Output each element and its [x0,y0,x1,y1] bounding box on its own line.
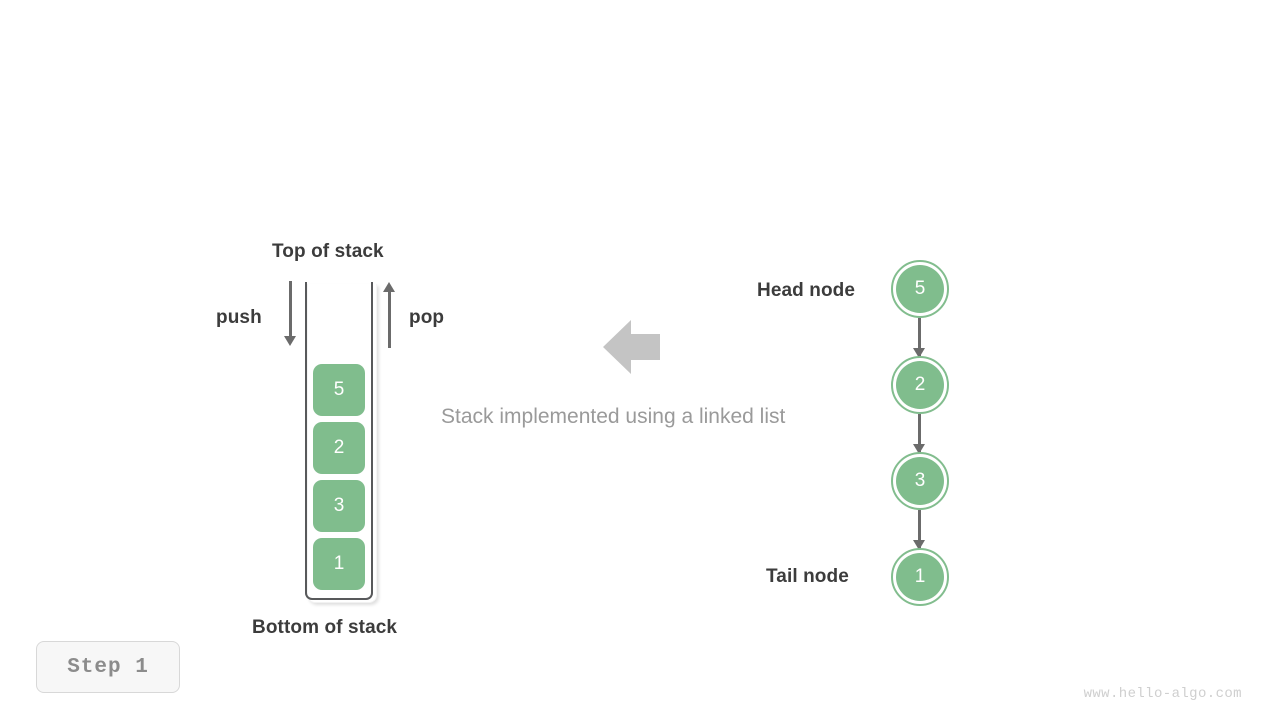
linked-list-node[interactable]: 2 [891,356,949,414]
left-block-arrow-icon [603,320,660,374]
top-of-stack-label: Top of stack [272,241,384,262]
stack-cell[interactable]: 3 [313,480,365,532]
stack-cell[interactable]: 5 [313,364,365,416]
linked-list-link-arrow [913,348,925,358]
watermark: www.hello-algo.com [1083,686,1242,702]
linked-list-node[interactable]: 3 [891,452,949,510]
pop-arrow-shaft [388,292,391,348]
linked-list-link-arrow [913,540,925,550]
linked-list-link-shaft [918,318,921,358]
pop-arrow-head [383,282,395,292]
linked-list-link-shaft [918,414,921,454]
linked-list-node[interactable]: 1 [891,548,949,606]
linked-list-link-arrow [913,444,925,454]
diagram-caption: Stack implemented using a linked list [441,405,786,428]
head-node-label: Head node [757,280,856,301]
push-label: push [216,307,262,328]
bottom-of-stack-label: Bottom of stack [252,617,398,638]
linked-list-link-shaft [918,510,921,550]
tail-node-label: Tail node [766,566,849,587]
linked-list-node-value: 5 [896,265,944,313]
linked-list-node-value: 3 [896,457,944,505]
stack-container [305,282,373,600]
push-arrow-head [284,336,296,346]
stack-cell-list: 5 2 3 1 [313,364,365,590]
push-arrow-shaft [289,281,292,337]
linked-list-node-value: 2 [896,361,944,409]
stack-cell[interactable]: 1 [313,538,365,590]
linked-list-node-value: 1 [896,553,944,601]
stack-cell[interactable]: 2 [313,422,365,474]
pop-label: pop [409,307,445,328]
linked-list-node[interactable]: 5 [891,260,949,318]
step-badge: Step 1 [36,641,180,693]
